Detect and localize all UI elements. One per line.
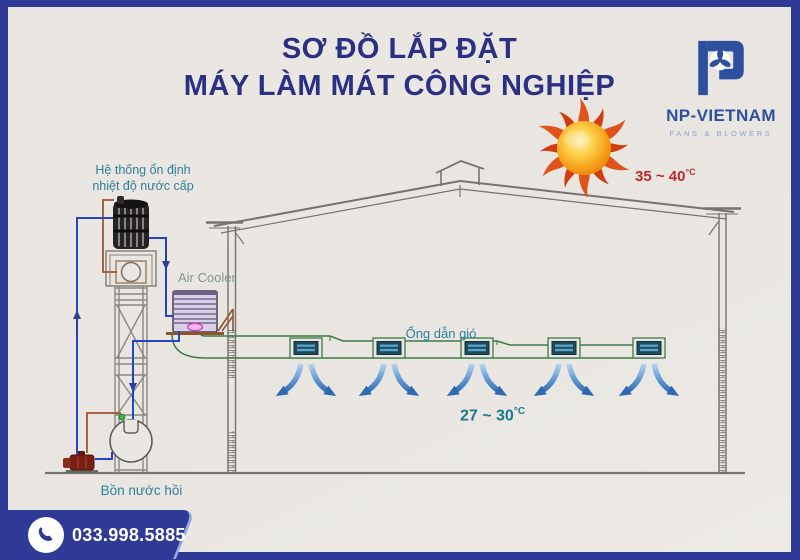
valve-dot [118,413,126,421]
brand-logo: NP-VIETNAM FANS & BLOWERS [646,39,791,138]
page-title: SƠ ĐỒ LẮP ĐẶT MÁY LÀM MÁT CÔNG NGHIỆP [8,31,791,105]
footer-bar [8,552,791,560]
duct-label: Ống dẫn gió [405,326,477,341]
title-line-1: SƠ ĐỒ LẮP ĐẶT [281,33,518,65]
phone-number: 033.998.5885 [72,525,186,545]
right-wall-column [718,213,727,473]
blue-pipe-riser [76,217,113,455]
return-water-tank [109,413,153,463]
tower-head-box [105,250,157,287]
pipe-flow-arrows [73,246,170,392]
duct-vent [372,337,406,359]
water-pipes [73,199,180,460]
duct-vent [632,337,666,359]
brown-pipe-pump [86,412,121,453]
left-wall-column [227,226,237,473]
title-line-2: MÁY LÀM MÁT CÔNG NGHIỆP [183,70,616,102]
fan-monogram-icon [698,40,744,96]
air-cooler-label: Air Cooler [178,270,236,285]
cooler-bracket [217,308,234,332]
duct-vent [547,337,581,359]
blue-pipe-pump-inlet [95,452,113,460]
brand-tagline: FANS & BLOWERS [669,129,773,138]
supply-water-tank [113,196,149,249]
fan-blades-icon [709,48,731,68]
cooler-pad-oval [186,322,204,332]
sun-icon [537,98,631,198]
factory-building-outline [45,160,745,475]
cooler-shelf [166,332,224,335]
blue-pipe-to-cooler [149,237,174,317]
outdoor-temperature: 35 ~ 40°C [635,167,696,185]
duct-vent [460,337,494,359]
brown-pipe-tank [102,199,117,273]
duct-vent [289,337,323,359]
cooling-tower [63,196,157,473]
water-pump [63,451,98,473]
return-tank-label: Bồn nước hồi [100,483,183,498]
indoor-temperature: 27 ~ 30°C [460,406,526,425]
phone-badge [28,517,64,553]
roof-ridge-vent [435,160,485,186]
supply-system-label: Hệ thống ổn định nhiệt độ nước cấp [92,163,194,194]
brand-name: NP-VIETNAM [666,106,776,125]
duct-bottom-line [171,333,659,359]
air-cooler-unit [166,290,234,335]
phone-icon [38,527,53,541]
airflow-arrows [281,364,674,393]
